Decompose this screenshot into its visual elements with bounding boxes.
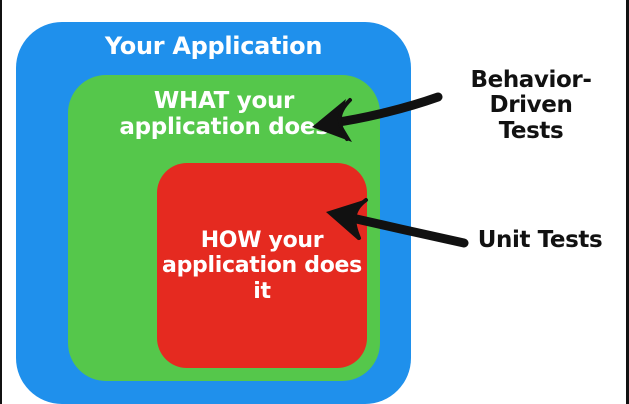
what-label-line1: WHAT your bbox=[153, 88, 295, 114]
what-label: WHAT your application does bbox=[68, 88, 380, 141]
unit-tests-label: Unit Tests bbox=[477, 227, 603, 253]
bdd-label-line2: Tests bbox=[498, 117, 564, 144]
how-box bbox=[157, 163, 367, 368]
how-label-line1: HOW your bbox=[200, 228, 324, 253]
how-label-line2: application does it bbox=[162, 253, 362, 304]
your-application-label: Your Application bbox=[104, 32, 323, 60]
behavior-driven-tests-label: Behavior-Driven Tests bbox=[442, 67, 620, 144]
what-label-line2: application does bbox=[119, 114, 329, 141]
bdd-label-line1: Behavior-Driven bbox=[470, 67, 592, 119]
how-label: HOW your application does it bbox=[157, 228, 367, 304]
